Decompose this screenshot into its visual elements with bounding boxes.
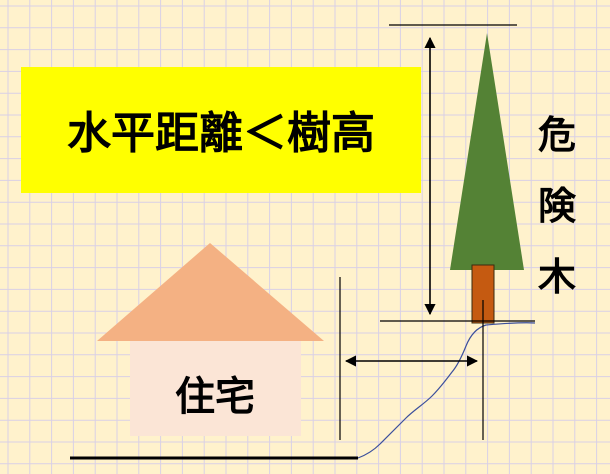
danger-label-char-3: 木 bbox=[538, 255, 576, 299]
house-roof bbox=[97, 243, 324, 341]
house-label: 住宅 bbox=[175, 374, 255, 420]
house-wall bbox=[130, 341, 301, 436]
danger-label-char-2: 険 bbox=[538, 184, 577, 228]
slope-line bbox=[357, 322, 536, 459]
title-text: 水平距離＜樹高 bbox=[67, 108, 375, 159]
danger-label-char-1: 危 bbox=[538, 113, 576, 157]
title-box bbox=[21, 67, 421, 193]
tree-foliage bbox=[450, 33, 524, 270]
